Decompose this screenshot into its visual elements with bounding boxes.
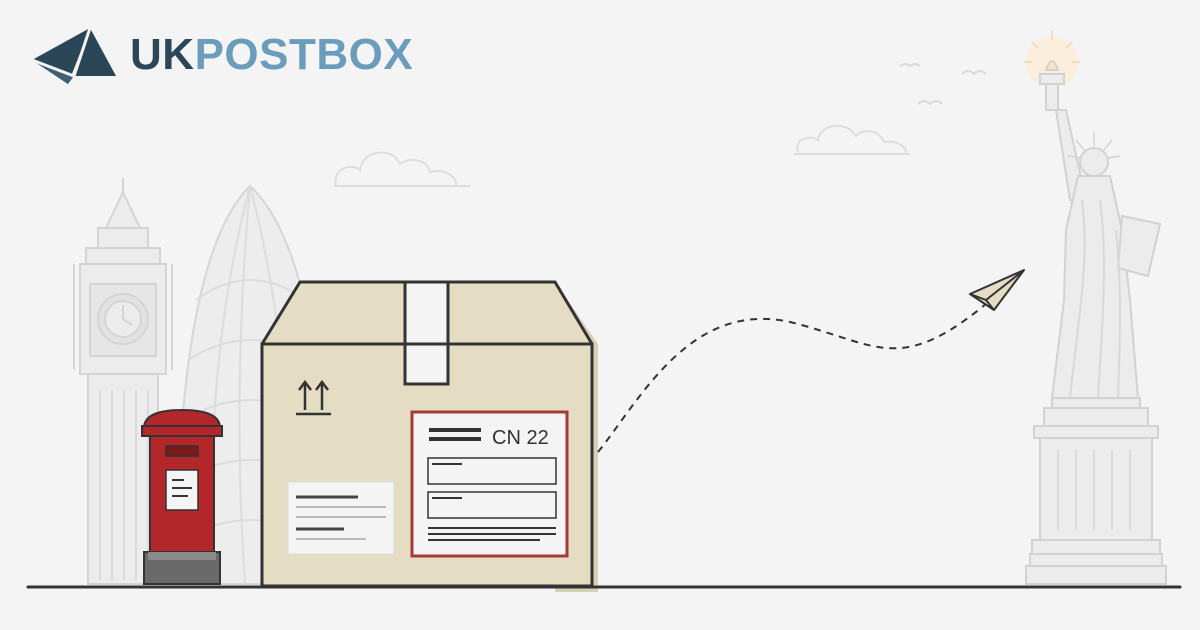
cloud-icon <box>794 125 910 155</box>
bird-icon <box>899 63 987 106</box>
brand-logo[interactable]: UKPOSTBOX <box>30 26 413 84</box>
cloud-icon <box>334 151 470 187</box>
red-postbox-icon <box>141 408 223 585</box>
brand-name: UKPOSTBOX <box>130 33 413 77</box>
paper-plane-triangle-icon <box>31 27 116 84</box>
address-label <box>287 481 395 555</box>
statue-of-liberty-icon <box>1024 30 1167 585</box>
brand-name-part-1: UK <box>130 30 195 79</box>
big-ben-icon <box>73 178 173 585</box>
flight-path <box>597 291 1001 453</box>
brand-name-part-2: POSTBOX <box>194 30 414 79</box>
parcel-box-icon <box>260 280 598 592</box>
paper-plane-icon <box>969 269 1025 311</box>
cn22-customs-label <box>410 410 569 558</box>
cn22-title: CN 22 <box>492 427 549 449</box>
this-way-up-icon <box>296 379 331 416</box>
